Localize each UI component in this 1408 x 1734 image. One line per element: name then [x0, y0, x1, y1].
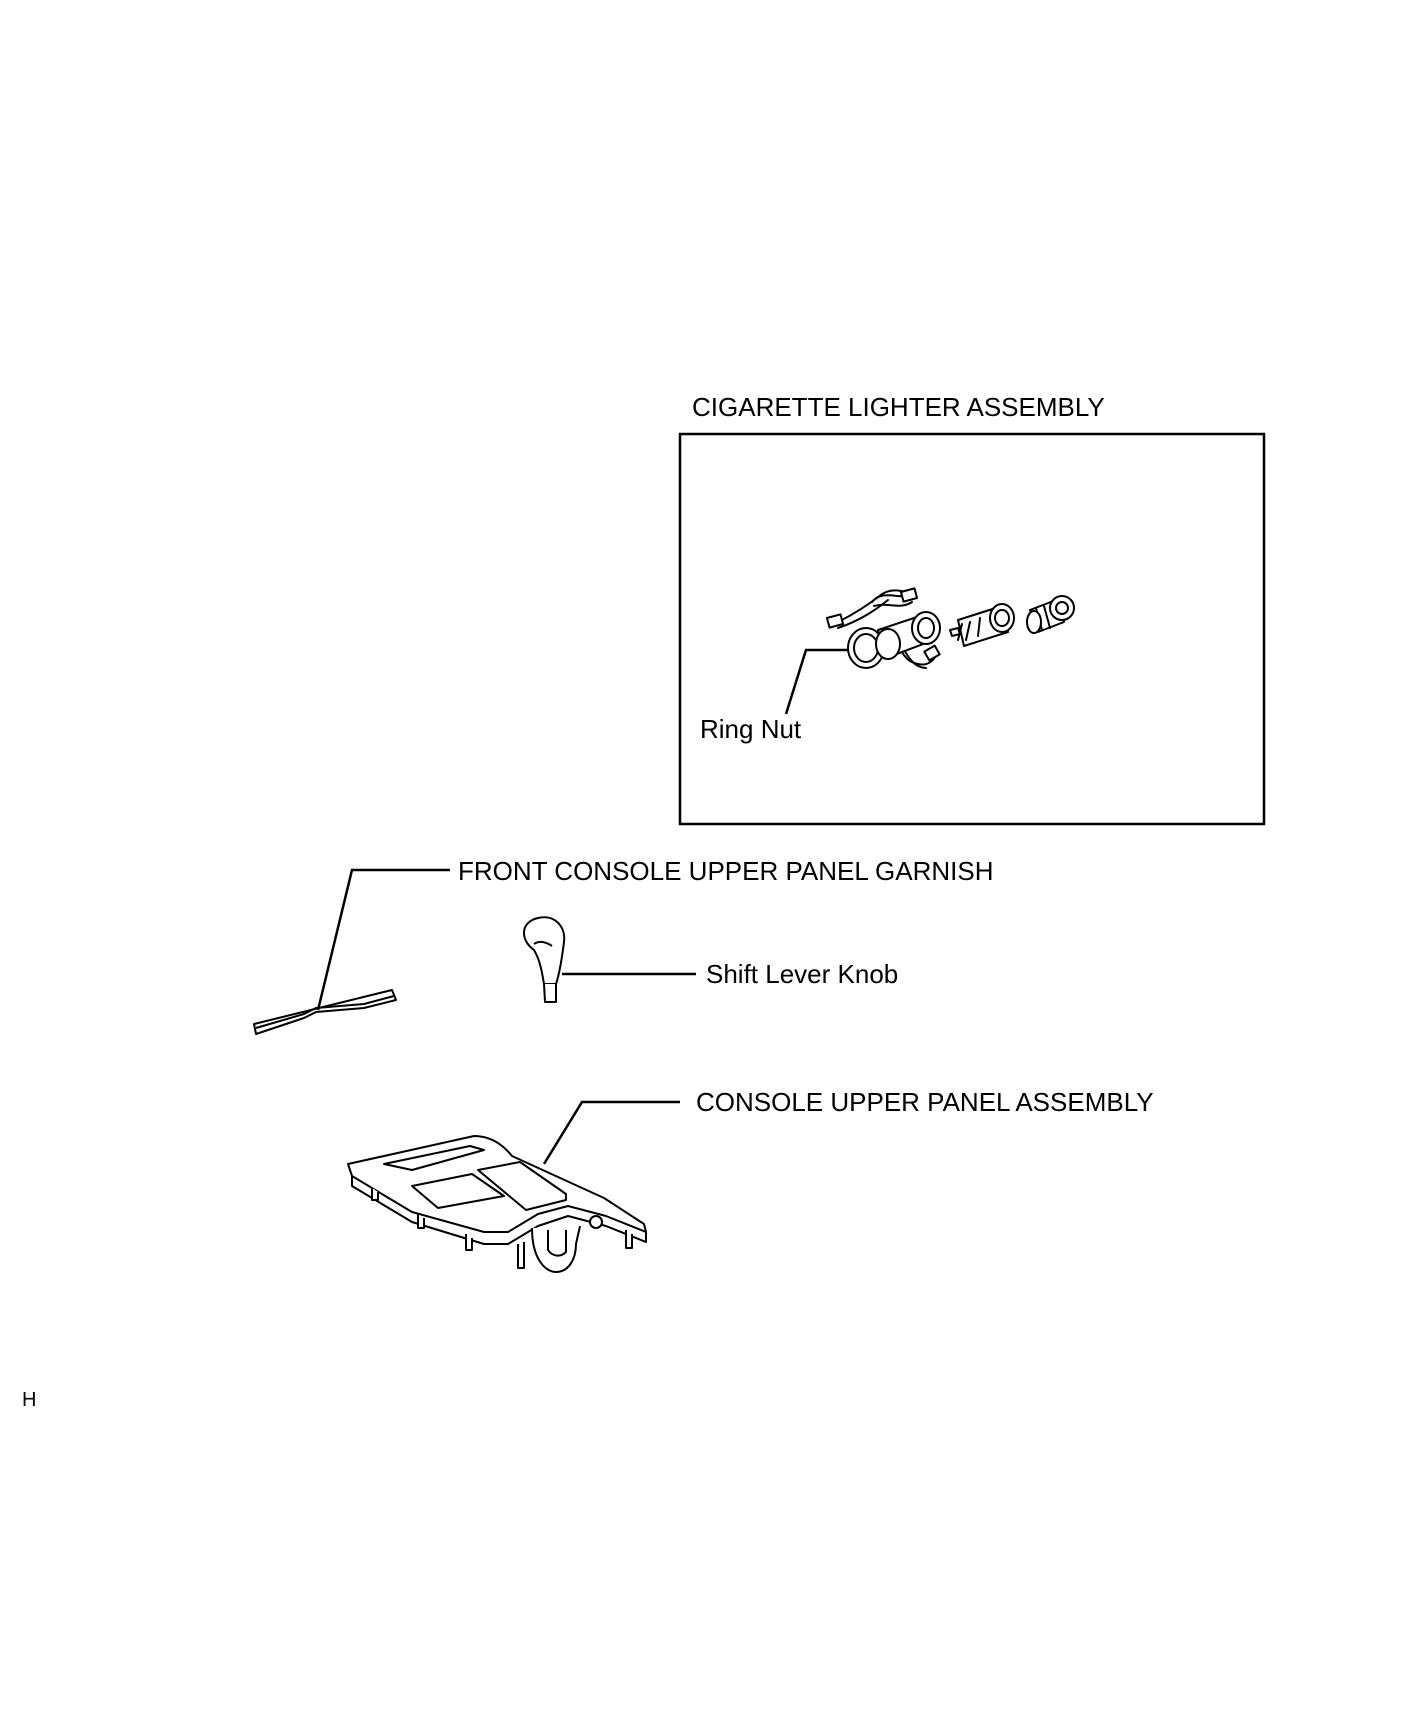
ring-nut-leader — [784, 648, 848, 715]
cigarette-lighter-parts — [825, 587, 1075, 669]
front-console-upper-panel-garnish-label: FRONT CONSOLE UPPER PANEL GARNISH — [458, 856, 994, 886]
garnish-leader — [316, 868, 450, 1011]
ring-nut-label: Ring Nut — [700, 714, 802, 744]
cigarette-lighter-frame — [678, 432, 1266, 826]
corner-mark: H — [22, 1389, 37, 1411]
shift-lever-knob-part — [523, 916, 566, 1003]
console-upper-panel-part — [347, 1135, 647, 1273]
console-panel-leader — [542, 1100, 680, 1165]
cigarette-lighter-assembly-label: CIGARETTE LIGHTER ASSEMBLY — [692, 392, 1105, 422]
shift-lever-knob-label: Shift Lever Knob — [706, 959, 899, 989]
console-upper-panel-assembly-label: CONSOLE UPPER PANEL ASSEMBLY — [696, 1087, 1154, 1117]
front-console-garnish-part — [253, 989, 397, 1035]
